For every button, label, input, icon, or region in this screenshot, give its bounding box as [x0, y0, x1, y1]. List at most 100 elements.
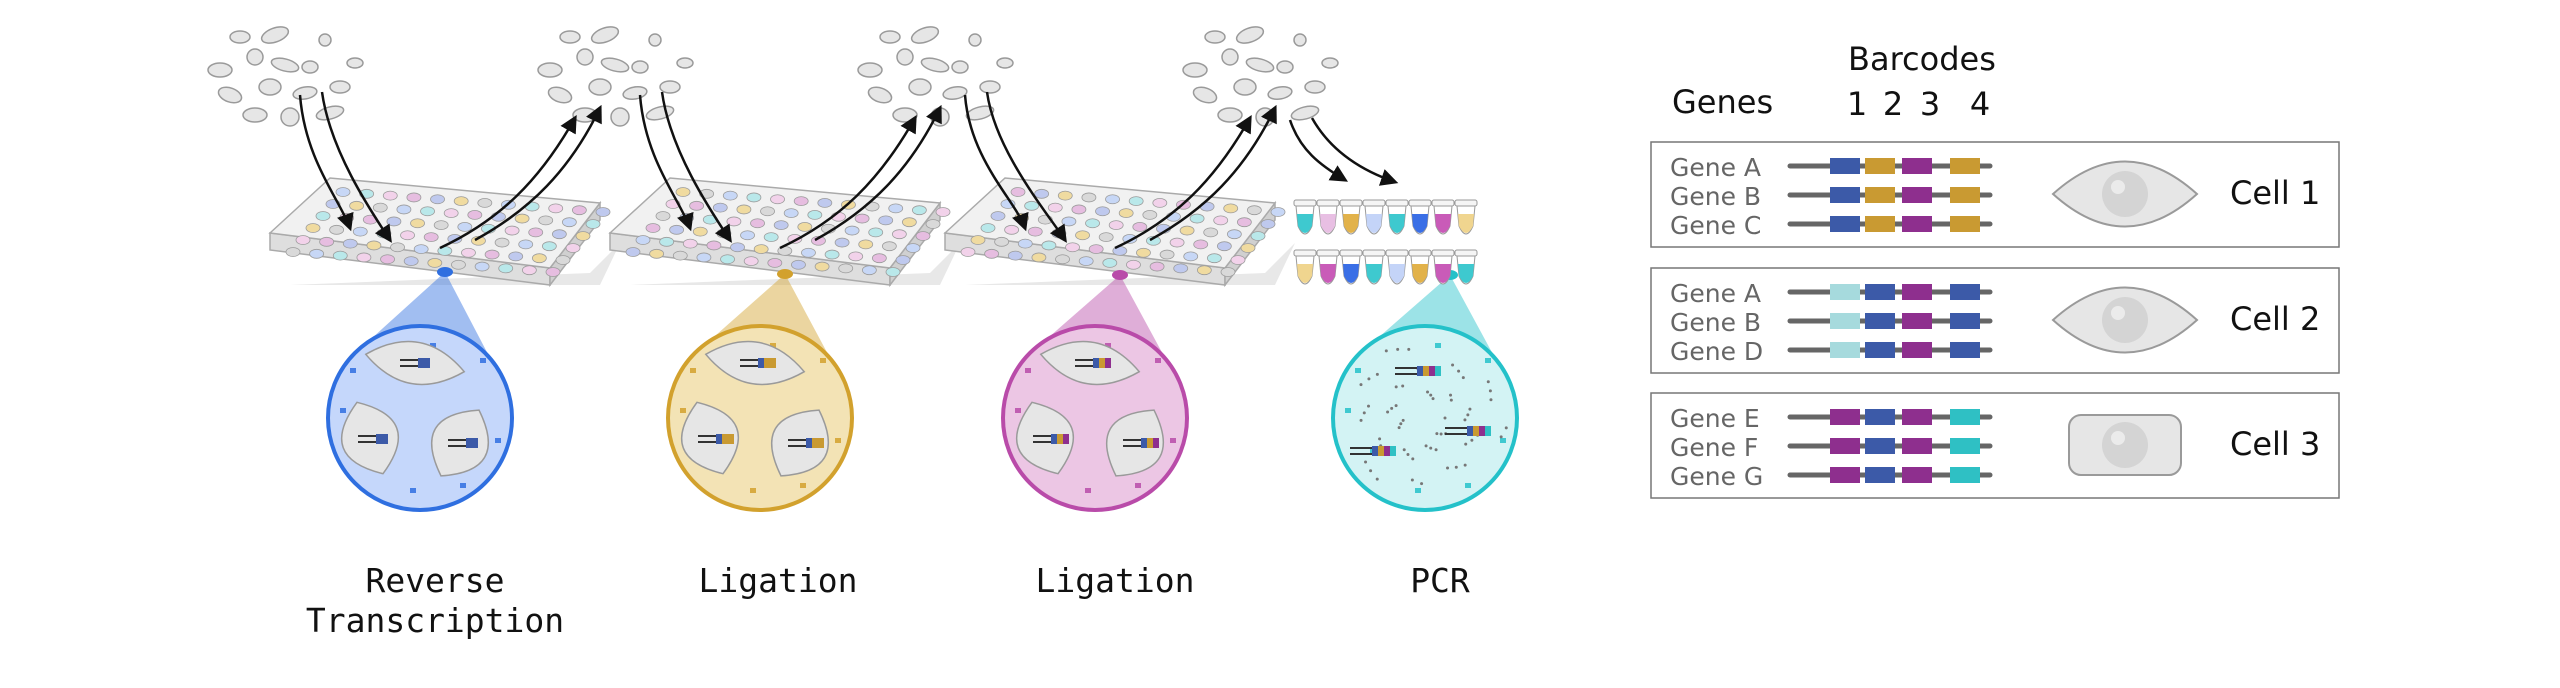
step-label-reverse-transcription-line1: Reverse	[365, 561, 504, 600]
step-label-pcr: PCR	[1410, 561, 1470, 600]
cell-name: Cell 1	[2230, 174, 2320, 212]
barcode-block	[1902, 342, 1932, 358]
arrow-icon	[1114, 114, 1252, 250]
arrow-icon	[779, 114, 917, 250]
gene-label: Gene E	[1670, 404, 1760, 433]
cell-name: Cell 3	[2230, 425, 2320, 463]
pcr-tube-icon	[1293, 199, 1317, 235]
arrow-icon	[439, 114, 577, 250]
barcode-block	[1865, 187, 1895, 203]
cell-pools	[207, 26, 1339, 127]
gene-label: Gene A	[1670, 153, 1761, 182]
arrow-icon	[320, 91, 392, 243]
barcode-block	[1830, 313, 1860, 329]
pcr-tube-icon	[1385, 249, 1409, 285]
arrow-icon	[638, 94, 694, 232]
barcode-block	[1902, 313, 1932, 329]
barcode-block	[1865, 409, 1895, 425]
step-label-ligation-2: Ligation	[1036, 561, 1195, 600]
genes-header: Genes	[1672, 83, 1773, 121]
step-label-ligation-1: Ligation	[699, 561, 858, 600]
gene-label: Gene C	[1670, 211, 1761, 240]
pcr-tube-icon	[1339, 199, 1363, 235]
well-plates	[268, 177, 1295, 288]
cell-name: Cell 2	[2230, 300, 2320, 338]
barcode-block	[1902, 467, 1932, 483]
barcode-block	[1865, 467, 1895, 483]
barcode-block	[1950, 313, 1980, 329]
barcode-block	[1950, 187, 1980, 203]
arrow-icon	[1149, 104, 1277, 242]
barcode-block	[1902, 409, 1932, 425]
barcode-block	[1902, 284, 1932, 300]
barcode-block	[1902, 438, 1932, 454]
pcr-tube-icon	[1362, 249, 1386, 285]
zoom-lens-icon	[666, 269, 854, 512]
pcr-tube-icon	[1316, 199, 1340, 235]
transfer-arrows	[298, 91, 1399, 250]
pcr-tube-icon	[1293, 249, 1317, 285]
arrow-icon	[660, 91, 732, 243]
arrow-icon	[814, 104, 942, 242]
barcodes-header: Barcodes	[1848, 40, 1996, 78]
barcode-block	[1830, 438, 1860, 454]
barcode-number-2: 2	[1883, 85, 1903, 123]
gene-label: Gene A	[1670, 279, 1761, 308]
barcode-block	[1865, 313, 1895, 329]
arrow-icon	[298, 94, 354, 232]
barcode-block	[1950, 216, 1980, 232]
pcr-tube-icon	[1408, 249, 1432, 285]
barcode-block	[1830, 467, 1860, 483]
pcr-tube-icon	[1454, 249, 1478, 285]
barcode-block	[1865, 342, 1895, 358]
pcr-tube-icon	[1454, 199, 1478, 235]
zoom-lens-icon	[1001, 270, 1189, 512]
barcode-block	[1830, 158, 1860, 174]
pcr-tube-icon	[1316, 249, 1340, 285]
step-labels: Reverse Transcription Ligation Ligation …	[306, 561, 1470, 640]
barcode-block	[1865, 216, 1895, 232]
barcode-block	[1830, 216, 1860, 232]
gene-label: Gene F	[1670, 433, 1758, 462]
barcode-block	[1830, 187, 1860, 203]
arrow-icon	[474, 104, 602, 242]
barcode-number-3: 3	[1920, 85, 1940, 123]
cell-pool-icon	[207, 26, 364, 127]
barcode-block	[1950, 342, 1980, 358]
barcode-block	[1865, 438, 1895, 454]
barcode-block	[1950, 158, 1980, 174]
pcr-tubes	[1293, 199, 1478, 285]
arrow-icon	[985, 91, 1067, 243]
pcr-tube-icon	[1362, 199, 1386, 235]
zoom-lens-icon	[326, 267, 514, 512]
pcr-tube-icon	[1431, 249, 1455, 285]
gene-label: Gene G	[1670, 462, 1763, 491]
barcode-block	[1865, 158, 1895, 174]
barcode-block	[1950, 409, 1980, 425]
barcode-block	[1830, 284, 1860, 300]
pcr-tube-icon	[1385, 199, 1409, 235]
cell-pool-icon	[537, 26, 694, 127]
gene-label: Gene B	[1670, 182, 1761, 211]
pcr-tube-icon	[1431, 199, 1455, 235]
barcode-number-4: 4	[1970, 85, 1990, 123]
well-plate-icon	[608, 177, 960, 288]
arrow-icon	[963, 94, 1029, 232]
zoom-lens-icon	[1331, 270, 1519, 512]
barcode-block	[1865, 284, 1895, 300]
arrow-icon	[1310, 117, 1399, 186]
arrow-icon	[1288, 119, 1349, 182]
gene-label: Gene D	[1670, 337, 1763, 366]
pcr-tube-icon	[1339, 249, 1363, 285]
barcode-block	[1902, 216, 1932, 232]
barcode-block	[1830, 342, 1860, 358]
barcode-number-1: 1	[1847, 85, 1867, 123]
pcr-tube-icon	[1408, 199, 1432, 235]
barcode-block	[1950, 438, 1980, 454]
step-label-reverse-transcription-line2: Transcription	[306, 601, 564, 640]
